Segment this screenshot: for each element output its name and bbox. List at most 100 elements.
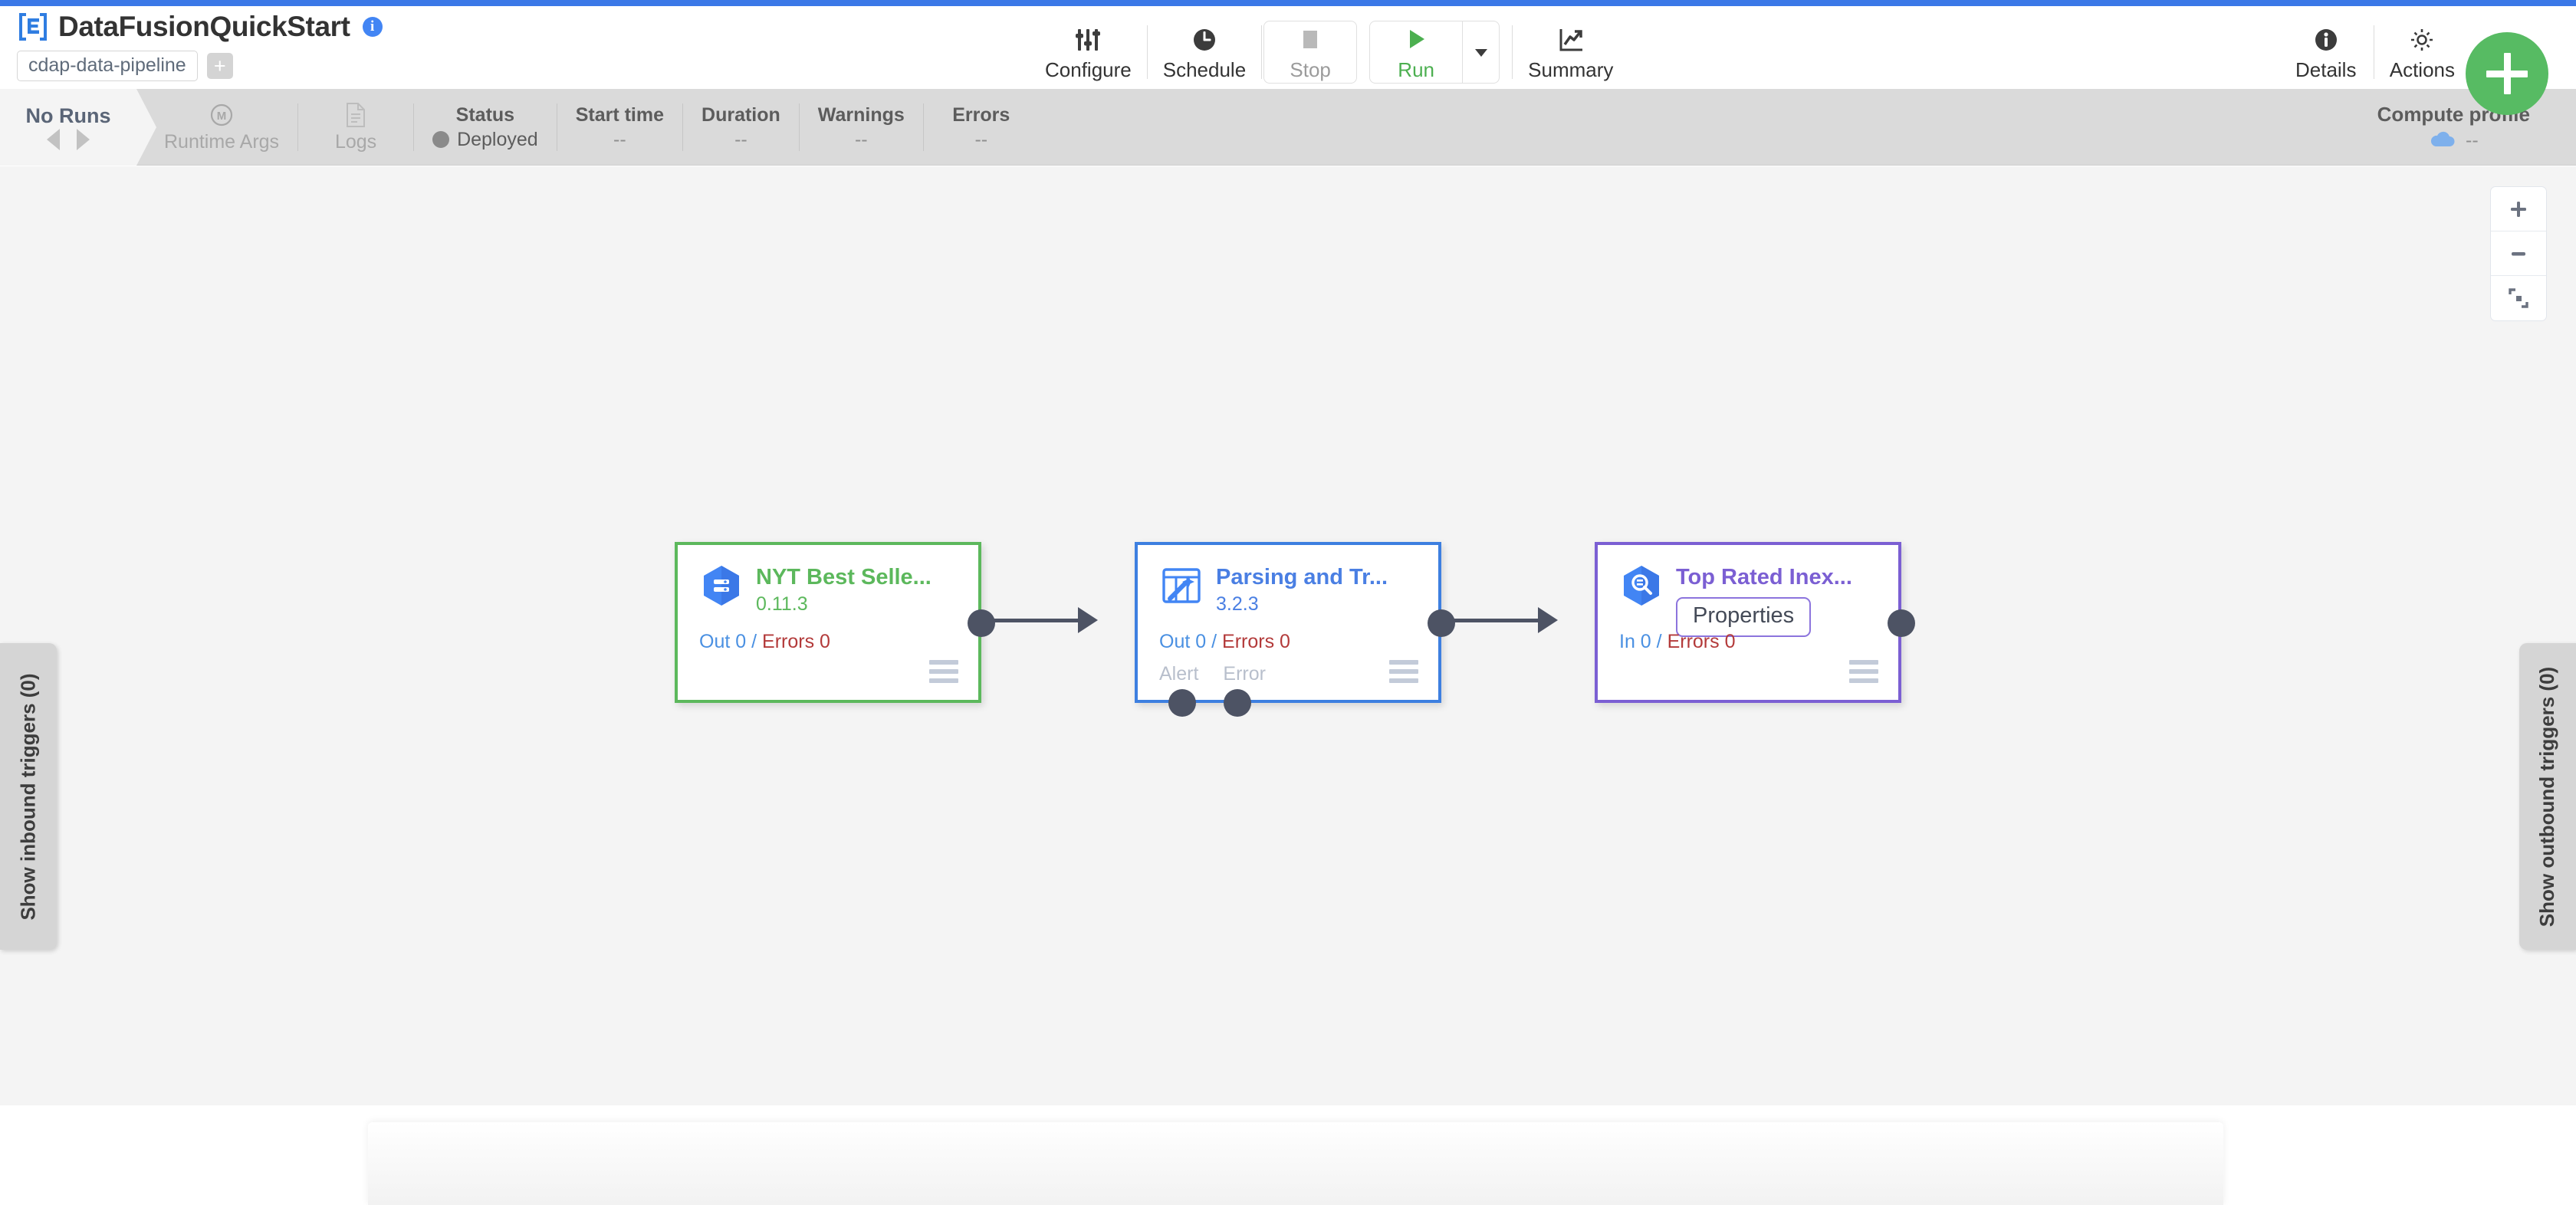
node-version: 3.2.3: [1216, 593, 1259, 615]
status-value: Deployed: [457, 129, 538, 150]
artifact-type-pill[interactable]: cdap-data-pipeline: [17, 51, 198, 81]
node-name: Top Rated Inex...: [1676, 565, 1852, 589]
run-nav-controls: [47, 129, 90, 150]
stop-button[interactable]: Stop: [1263, 21, 1358, 84]
bottom-drawer-panel[interactable]: [368, 1122, 2223, 1205]
caret-right-icon[interactable]: [77, 129, 90, 150]
logs-doc-icon: [344, 102, 367, 128]
node-menu-button[interactable]: [929, 660, 958, 683]
duration-value: --: [734, 129, 748, 150]
run-info-bar: No Runs M Runtime Args: [0, 89, 2576, 166]
cloud-icon: [2430, 131, 2455, 146]
runtime-args-icon: M: [209, 102, 235, 128]
run-label: Run: [1398, 57, 1434, 81]
errors-field: Errors --: [924, 104, 1039, 150]
configure-label: Configure: [1045, 57, 1132, 81]
add-tag-button[interactable]: +: [206, 53, 233, 79]
zoom-out-button[interactable]: [2491, 231, 2546, 276]
details-label: Details: [2295, 57, 2357, 81]
node-output-port[interactable]: [1428, 609, 1455, 637]
compute-profile-value: --: [2466, 129, 2479, 151]
fit-to-screen-icon: [2509, 288, 2528, 308]
outbound-triggers-label: Show outbound triggers (0): [2535, 666, 2559, 927]
bigquery-table-icon: [704, 566, 739, 606]
fit-to-screen-button[interactable]: [2491, 276, 2546, 320]
runbar-divider: [297, 103, 299, 151]
schedule-label: Schedule: [1162, 57, 1247, 81]
connector-line: [980, 619, 1081, 622]
app-header: DataFusionQuickStart i cdap-data-pipelin…: [0, 6, 2576, 89]
summary-button[interactable]: Summary: [1514, 24, 1627, 81]
node-menu-button[interactable]: [1849, 660, 1878, 683]
runtime-args-label: Runtime Args: [164, 131, 280, 153]
caret-left-icon[interactable]: [47, 129, 60, 150]
node-error-port[interactable]: [1224, 689, 1251, 717]
warnings-title: Warnings: [817, 104, 905, 126]
status-dot-icon: [432, 131, 450, 148]
properties-tooltip[interactable]: Properties: [1676, 597, 1812, 637]
start-time-field: Start time --: [557, 104, 682, 150]
info-icon[interactable]: i: [362, 17, 383, 37]
run-button[interactable]: Run: [1370, 21, 1462, 83]
connector-arrow-icon: [1078, 607, 1098, 633]
warnings-value: --: [854, 129, 868, 150]
status-title: Status: [455, 104, 515, 126]
connector-arrow-icon: [1538, 607, 1558, 633]
show-inbound-triggers-tab[interactable]: Show inbound triggers (0): [0, 643, 57, 950]
node-name: NYT Best Selle...: [756, 565, 932, 589]
stop-square-icon: [1297, 24, 1323, 56]
node-error-count: Errors 0: [762, 631, 830, 652]
show-outbound-triggers-tab[interactable]: Show outbound triggers (0): [2519, 643, 2576, 950]
pipeline-node-sink[interactable]: Top Rated Inex... Properties In 0 / Erro…: [1595, 542, 1915, 703]
page-title: DataFusionQuickStart: [58, 11, 350, 42]
sliders-icon: [1073, 24, 1103, 56]
node-version: 0.11.3: [756, 593, 808, 615]
wrangler-magic-icon: [1162, 568, 1201, 603]
logs-label: Logs: [334, 131, 377, 153]
canvas-zoom-controls: [2490, 186, 2547, 321]
pipeline-node-transform[interactable]: Parsing and Tr... 3.2.3 Out 0 / Errors 0…: [1135, 542, 1455, 717]
node-output-port[interactable]: [1888, 609, 1915, 637]
errors-value: --: [974, 129, 988, 150]
actions-label: Actions: [2389, 57, 2455, 81]
compute-profile-value-row: --: [2429, 130, 2479, 152]
gear-icon: [2407, 24, 2437, 56]
node-menu-button[interactable]: [1389, 660, 1418, 683]
schedule-button[interactable]: Schedule: [1149, 24, 1260, 81]
info-circle-icon: [2312, 24, 2340, 56]
stop-label: Stop: [1290, 57, 1331, 81]
trend-chart-icon: [1556, 24, 1585, 56]
run-button-group: Run: [1369, 21, 1500, 84]
node-out-count: Out 0: [1159, 631, 1207, 652]
runbar-divider: [413, 103, 415, 151]
configure-button[interactable]: Configure: [1031, 24, 1145, 81]
actions-button[interactable]: Actions: [2376, 24, 2469, 81]
status-field: Status Deployed: [414, 104, 557, 150]
summary-label: Summary: [1528, 57, 1614, 81]
runtime-args-button[interactable]: M Runtime Args: [146, 102, 297, 153]
node-alert-port-label: Alert: [1159, 663, 1199, 685]
pipeline-identity: DataFusionQuickStart i: [17, 11, 383, 43]
node-in-count: In 0: [1619, 631, 1651, 652]
bottom-panel-area: [0, 1105, 2576, 1205]
node-output-port[interactable]: [968, 609, 995, 637]
run-options-dropdown[interactable]: [1462, 21, 1499, 83]
runbar-divider: [682, 103, 684, 151]
caret-down-icon: [1474, 49, 1487, 57]
play-triangle-icon: [1403, 24, 1429, 56]
zoom-in-button[interactable]: [2491, 187, 2546, 231]
node-metrics: Out 0 / Errors 0: [1159, 631, 1290, 652]
logs-button[interactable]: Logs: [298, 102, 413, 153]
pipeline-node-source[interactable]: NYT Best Selle... 0.11.3 Out 0 / Errors …: [675, 542, 995, 703]
node-error-count: Errors 0: [1222, 631, 1290, 652]
node-error-port-label: Error: [1223, 663, 1266, 685]
status-badge: Deployed: [432, 129, 538, 150]
add-plugin-fab[interactable]: [2466, 32, 2548, 115]
pipeline-canvas[interactable]: Show inbound triggers (0) Show outbound …: [0, 166, 2576, 1105]
toolbar-divider: [1146, 25, 1148, 79]
warnings-field: Warnings --: [800, 104, 923, 150]
node-alert-port[interactable]: [1168, 689, 1196, 717]
details-button[interactable]: Details: [2280, 24, 2372, 81]
node-name: Parsing and Tr...: [1216, 565, 1388, 589]
